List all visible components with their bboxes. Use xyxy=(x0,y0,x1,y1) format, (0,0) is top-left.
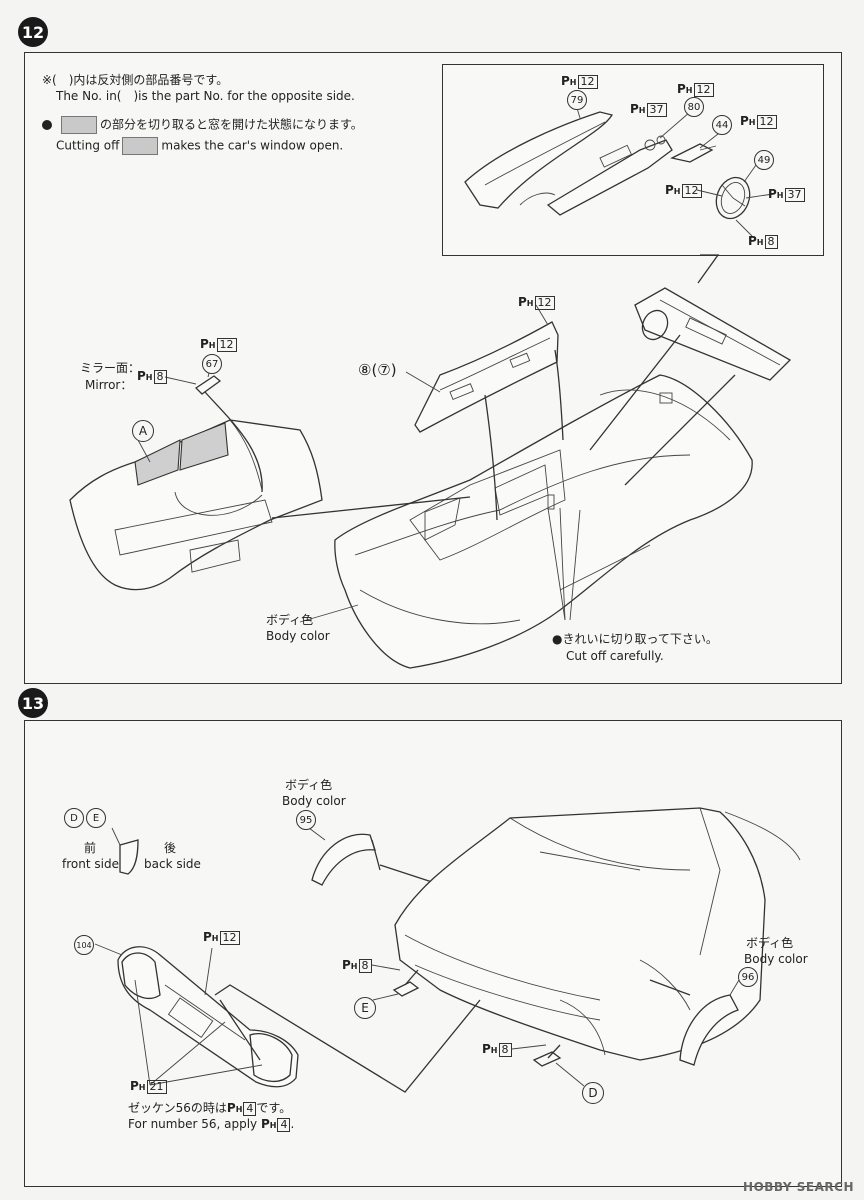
body-color-jp: ボディ色 xyxy=(266,613,314,627)
body-color-en-95: Body color xyxy=(282,794,346,808)
dashboard-panel-drawing xyxy=(464,111,673,216)
part-67: 67 xyxy=(202,354,222,374)
note-opposite-en: The No. in( )is the part No. for the opp… xyxy=(56,89,355,103)
front-label-en: front side xyxy=(62,857,119,871)
part-79: 79 xyxy=(567,90,587,110)
step-12-badge: 12 xyxy=(18,17,48,47)
body-dashboard-drawing xyxy=(634,287,792,381)
door-part-numbers: ⑧(⑦) xyxy=(358,361,397,379)
body-color-en-96: Body color xyxy=(744,952,808,966)
note-opposite-jp: ※( )内は反対側の部品番号です。 xyxy=(42,73,229,87)
front-bumper-drawing xyxy=(117,946,299,1088)
part-95: 95 xyxy=(296,810,316,830)
part-104: 104 xyxy=(74,935,94,955)
body-color-jp-96: ボディ色 xyxy=(746,936,794,950)
cut-area-sample-2 xyxy=(122,137,159,155)
front-label-jp: 前 xyxy=(84,841,97,855)
cut-area-sample xyxy=(61,116,97,134)
door-panel-drawing xyxy=(414,321,559,433)
rear-interior-piece xyxy=(69,419,323,591)
mirror-label-en: Mirror： xyxy=(85,378,133,392)
back-label-en: back side xyxy=(144,857,201,871)
label-e: E xyxy=(354,997,376,1019)
back-label-jp: 後 xyxy=(164,841,177,855)
part-44: 44 xyxy=(712,115,732,135)
body-color-en: Body color xyxy=(266,629,330,643)
label-e-small: E xyxy=(86,808,106,828)
label-a: A xyxy=(132,420,154,442)
label-d-small: D xyxy=(64,808,84,828)
body-shell-drawing xyxy=(334,374,753,669)
note-window-jp: の部分を切り取ると窓を開けた状態になります。 xyxy=(42,116,363,134)
part-96: 96 xyxy=(738,967,758,987)
step-13-badge: 13 xyxy=(18,688,48,718)
mirror-label-jp: ミラー面： xyxy=(80,361,141,375)
steering-wheel-drawing xyxy=(715,176,751,220)
part-80: 80 xyxy=(684,97,704,117)
car-front-drawing xyxy=(394,807,801,1061)
cut-carefully-en: Cut off carefully. xyxy=(566,649,664,663)
watermark: HOBBY SEARCH xyxy=(743,1180,854,1194)
label-d: D xyxy=(582,1082,604,1104)
body-color-jp-95: ボディ色 xyxy=(285,778,333,792)
bullet-icon xyxy=(42,120,52,130)
part-49: 49 xyxy=(754,150,774,170)
cut-carefully-jp: ●きれいに切り取って下さい。 xyxy=(552,632,718,646)
